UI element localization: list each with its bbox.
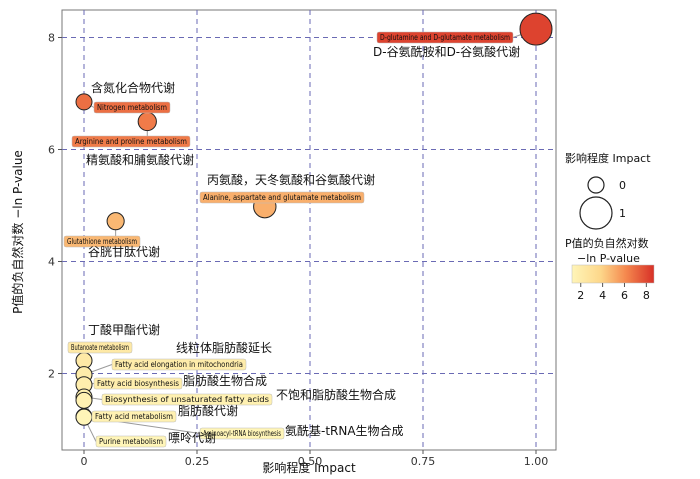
x-tick-label: 0.25 xyxy=(185,455,210,468)
english-label-box xyxy=(93,101,171,114)
size-legend-label-1: 1 xyxy=(619,207,626,220)
chinese-label: 谷胱甘肽代谢 xyxy=(88,244,160,259)
grid-lines xyxy=(62,10,556,450)
x-tick-label: 1.00 xyxy=(524,455,549,468)
english-label-text: Butanoate metabolism xyxy=(71,343,129,352)
plot-panel xyxy=(61,9,557,451)
english-label-text: Glutathione metabolism xyxy=(67,237,137,246)
english-label-text: Purine metabolism xyxy=(99,437,163,446)
english-label-text: Arginine and proline metabolism xyxy=(75,137,187,146)
data-point xyxy=(75,391,93,409)
data-point xyxy=(75,93,93,111)
chinese-label: 脂肪酸代谢 xyxy=(178,403,238,418)
y-tick-label: 2 xyxy=(48,368,55,381)
color-legend: P值的负自然对数 −ln P-value 2 4 6 8 xyxy=(565,236,655,302)
y-tick-label: 4 xyxy=(48,256,55,269)
y-axis-title: P值的负自然对数 −ln P-value xyxy=(10,150,25,314)
size-legend-circle-0 xyxy=(587,176,605,194)
data-point xyxy=(75,408,93,426)
english-label-text: D-glutamine and D-glutamate metabolism xyxy=(380,33,510,42)
size-legend-title: 影响程度 Impact xyxy=(565,151,651,165)
chinese-label: 脂肪酸生物合成 xyxy=(183,373,267,388)
x-axis-ticks: 0 0.25 0.50 0.75 1.00 xyxy=(81,450,549,468)
color-bar-tick-label: 4 xyxy=(599,289,606,302)
y-axis-ticks: 2 4 6 8 xyxy=(48,32,62,381)
chinese-labels: D-谷氨酰胺和D-谷氨酸代谢含氮化合物代谢精氨酸和脯氨酸代谢丙氨酸，天冬氨酸和谷… xyxy=(86,44,520,445)
chinese-label: D-谷氨酰胺和D-谷氨酸代谢 xyxy=(373,44,520,59)
english-label-box xyxy=(376,31,514,44)
english-label-box xyxy=(67,341,133,354)
x-axis-title: 影响程度 Impact xyxy=(262,460,356,475)
size-legend-circle-1 xyxy=(579,196,613,230)
data-point xyxy=(137,111,157,132)
english-label-box xyxy=(93,377,183,390)
english-labels: D-glutamine and D-glutamate metabolismNi… xyxy=(63,31,514,448)
english-label-box xyxy=(199,427,285,440)
data-point xyxy=(519,12,553,46)
size-legend-label-0: 0 xyxy=(619,179,626,192)
english-label-text: Aminoacyl-tRNA biosynthesis xyxy=(203,429,281,438)
english-label-text: Fatty acid biosynthesis xyxy=(97,379,179,388)
chinese-label: 嘌呤代谢 xyxy=(168,430,216,445)
chinese-label: 氨酰基-tRNA生物合成 xyxy=(285,423,404,438)
color-bar-tick-label: 6 xyxy=(621,289,628,302)
english-label-text: Nitrogen metabolism xyxy=(97,103,167,112)
chinese-label: 丙氨酸，天冬氨酸和谷氨酸代谢 xyxy=(207,172,375,187)
english-label-text: Fatty acid elongation in mitochondria xyxy=(115,360,243,369)
english-label-box xyxy=(63,235,141,248)
english-label-text: Biosynthesis of unsaturated fatty acids xyxy=(105,395,269,404)
x-tick-label: 0.50 xyxy=(298,455,323,468)
chinese-label: 精氨酸和脯氨酸代谢 xyxy=(86,152,194,167)
color-bar-tick-label: 8 xyxy=(643,289,650,302)
english-label-text: Fatty acid metabolism xyxy=(95,412,173,421)
y-tick-label: 8 xyxy=(48,32,55,45)
chinese-label: 丁酸甲酯代谢 xyxy=(88,322,160,337)
chinese-label: 含氮化合物代谢 xyxy=(91,80,175,95)
data-point xyxy=(106,212,125,231)
color-legend-subtitle: −ln P-value xyxy=(577,252,640,265)
chinese-label: 不饱和脂肪酸生物合成 xyxy=(276,387,396,402)
color-legend-title: P值的负自然对数 xyxy=(565,236,649,250)
english-label-box xyxy=(101,393,273,406)
y-tick-label: 6 xyxy=(48,144,55,157)
english-label-box xyxy=(71,135,191,148)
english-label-box xyxy=(95,435,167,448)
chinese-label: 线粒体脂肪酸延长 xyxy=(176,340,272,355)
data-points xyxy=(75,12,553,426)
color-bar xyxy=(571,264,655,284)
english-label-box xyxy=(91,410,177,423)
size-legend: 影响程度 Impact 0 1 xyxy=(565,151,651,230)
color-bar-tick-label: 2 xyxy=(577,289,584,302)
english-label-text: Alanine, aspartate and glutamate metabol… xyxy=(203,193,361,202)
color-bar-ticks: 2 4 6 8 xyxy=(577,283,650,302)
x-tick-label: 0 xyxy=(81,455,88,468)
english-label-box xyxy=(111,358,247,371)
english-label-box xyxy=(199,191,365,204)
x-tick-label: 0.75 xyxy=(411,455,436,468)
